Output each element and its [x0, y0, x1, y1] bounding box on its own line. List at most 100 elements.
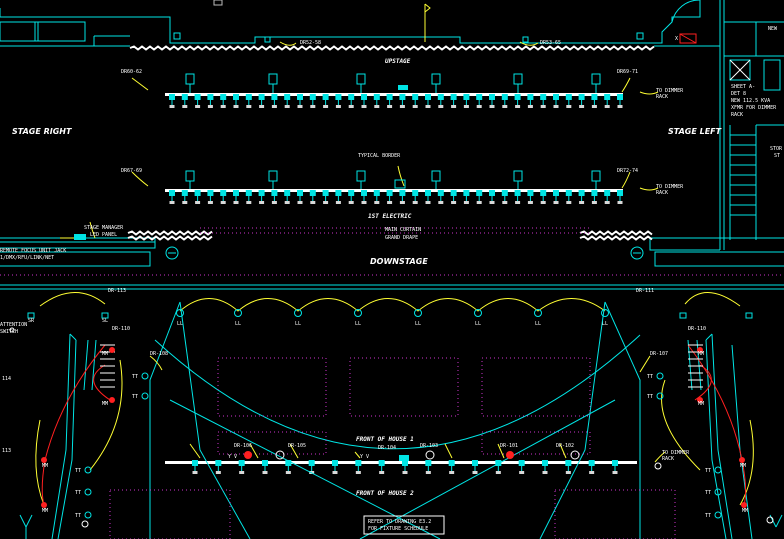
electric-fixture[interactable] — [309, 190, 316, 204]
electric-fixture[interactable] — [169, 190, 175, 204]
electric-head-fixture[interactable] — [356, 170, 366, 189]
electric-fixture[interactable] — [207, 190, 214, 204]
upstage-fixture[interactable] — [271, 94, 278, 108]
boom-left[interactable] — [41, 344, 115, 508]
electric-head-fixture[interactable] — [431, 170, 441, 189]
electric-fixture[interactable] — [425, 190, 431, 204]
ll-fixture[interactable]: LL — [354, 309, 362, 328]
upstage-head-fixture[interactable] — [185, 73, 195, 93]
ll-fixture[interactable]: LL — [234, 309, 242, 328]
upstage-fixture[interactable] — [297, 94, 303, 108]
upstage-fixture[interactable] — [604, 94, 611, 108]
upstage-fixture[interactable] — [245, 94, 252, 108]
upstage-fixture[interactable] — [553, 94, 559, 108]
ll-fixture[interactable]: LL — [176, 309, 184, 328]
electric-head-fixture[interactable] — [268, 170, 278, 189]
tt-receptacle[interactable]: TT — [132, 392, 149, 400]
foh-fixture[interactable] — [588, 460, 595, 474]
foh-fixture[interactable] — [378, 460, 385, 474]
foh-fixture[interactable] — [565, 460, 572, 474]
electric-fixture[interactable] — [245, 190, 252, 204]
upstage-fixture[interactable] — [361, 94, 367, 108]
electric-fixture[interactable] — [591, 190, 598, 204]
upstage-fixture[interactable] — [335, 94, 342, 108]
upstage-fixture[interactable] — [399, 94, 406, 108]
upstage-fixture[interactable] — [617, 94, 623, 108]
electric-head-fixture[interactable] — [591, 170, 601, 189]
electric-fixture[interactable] — [271, 190, 278, 204]
tt-receptacle[interactable]: TT — [705, 511, 722, 519]
upstage-head-fixture[interactable] — [431, 73, 441, 93]
upstage-fixture[interactable] — [489, 94, 495, 108]
electric-fixture[interactable] — [476, 190, 483, 204]
tt-receptacle[interactable]: TT — [705, 488, 722, 496]
foh-fixture[interactable] — [402, 460, 408, 474]
upstage-head-fixture[interactable] — [356, 73, 366, 93]
electric-fixture[interactable] — [220, 190, 227, 204]
electric-fixture[interactable] — [540, 190, 547, 204]
upstage-fixture[interactable] — [425, 94, 431, 108]
upstage-fixture[interactable] — [450, 94, 457, 108]
foh-fixture[interactable] — [262, 460, 268, 474]
upstage-fixture[interactable] — [412, 94, 419, 108]
foh-fixture[interactable] — [355, 460, 362, 474]
upstage-fixture[interactable] — [437, 94, 444, 108]
upstage-fixture[interactable] — [309, 94, 316, 108]
upstage-fixture[interactable] — [194, 94, 201, 108]
electric-fixture[interactable] — [373, 190, 380, 204]
foh-fixture[interactable] — [518, 460, 525, 474]
upstage-fixture[interactable] — [233, 94, 239, 108]
electric-fixture[interactable] — [194, 190, 201, 204]
tt-receptacle[interactable]: TT — [75, 511, 92, 519]
electric-fixture[interactable] — [348, 190, 355, 204]
tt-receptacle[interactable]: TT — [647, 372, 664, 380]
upstage-head-fixture[interactable] — [591, 73, 601, 93]
boom-right[interactable] — [688, 344, 747, 508]
electric-fixture[interactable] — [565, 190, 572, 204]
foh-fixture[interactable] — [495, 460, 502, 474]
upstage-fixture[interactable] — [207, 94, 214, 108]
upstage-fixture[interactable] — [322, 94, 329, 108]
upstage-head-fixture[interactable] — [513, 73, 523, 93]
upstage-fixture[interactable] — [501, 94, 508, 108]
foh-fixture[interactable] — [542, 460, 548, 474]
tt-receptacle[interactable]: TT — [132, 372, 149, 380]
ll-fixture[interactable]: LL — [534, 309, 542, 328]
electric-fixture[interactable] — [489, 190, 495, 204]
upstage-fixture[interactable] — [258, 94, 265, 108]
downstage-light-pipe[interactable] — [165, 189, 623, 192]
foh-fixture[interactable] — [285, 460, 292, 474]
electric-fixture[interactable] — [284, 190, 291, 204]
foh-fixture[interactable] — [612, 460, 618, 474]
tt-receptacle[interactable]: TT — [647, 392, 664, 400]
upstage-fixture[interactable] — [220, 94, 227, 108]
upstage-light-pipe[interactable] — [165, 93, 623, 96]
electric-fixture[interactable] — [322, 190, 329, 204]
upstage-fixture[interactable] — [181, 94, 188, 108]
foh-fixture[interactable] — [192, 460, 198, 474]
foh-fixture[interactable] — [332, 460, 338, 474]
upstage-fixture[interactable] — [348, 94, 355, 108]
electric-fixture[interactable] — [617, 190, 623, 204]
upstage-fixture[interactable] — [565, 94, 572, 108]
electric-head-fixture[interactable] — [513, 170, 523, 189]
electric-fixture[interactable] — [233, 190, 239, 204]
upstage-fixture[interactable] — [284, 94, 291, 108]
foh-fixture[interactable] — [215, 460, 222, 474]
electric-fixture[interactable] — [604, 190, 611, 204]
electric-fixture[interactable] — [553, 190, 559, 204]
upstage-fixture[interactable] — [386, 94, 393, 108]
electric-fixture[interactable] — [514, 190, 521, 204]
electric-fixture[interactable] — [501, 190, 508, 204]
electric-head-fixture[interactable] — [185, 170, 195, 189]
ll-fixture[interactable]: LL — [294, 309, 302, 328]
electric-fixture[interactable] — [258, 190, 265, 204]
upstage-fixture[interactable] — [527, 94, 534, 108]
upstage-fixture[interactable] — [463, 94, 470, 108]
electric-fixture[interactable] — [297, 190, 303, 204]
tt-receptacle[interactable]: TT — [75, 466, 92, 474]
upstage-fixture[interactable] — [514, 94, 521, 108]
ll-fixture[interactable]: LL — [414, 309, 422, 328]
